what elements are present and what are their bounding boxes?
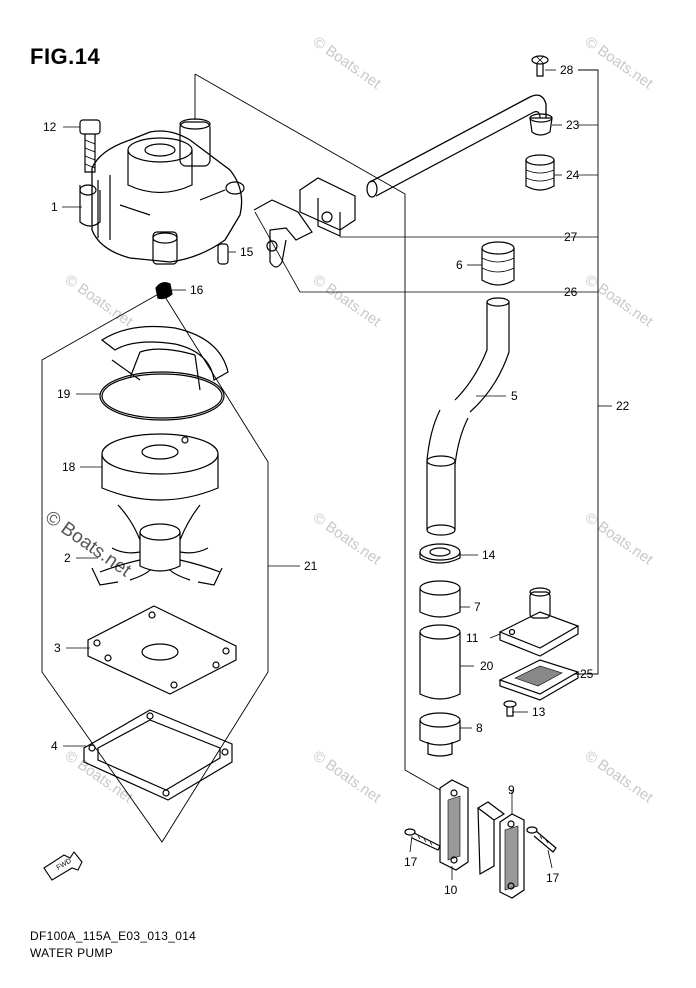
callout-28: 28 — [560, 63, 574, 77]
callout-17-left: 17 — [404, 855, 418, 869]
callout-14: 14 — [482, 548, 496, 562]
callout-8: 8 — [476, 721, 483, 735]
callout-7: 7 — [474, 600, 481, 614]
watermark: © Boats.net — [582, 747, 657, 806]
impeller-case-18 — [101, 433, 219, 501]
grommet-6 — [481, 241, 515, 286]
callout-20: 20 — [480, 659, 494, 673]
callout-25: 25 — [580, 667, 594, 681]
fwd-arrow-icon: FWD — [43, 851, 83, 881]
screw-13 — [503, 700, 517, 717]
clip-26 — [253, 199, 313, 268]
bracket-27 — [299, 177, 356, 237]
callout-9: 9 — [508, 783, 515, 797]
watermark: © Boats.net — [310, 509, 385, 568]
leader-lines — [62, 69, 562, 880]
holder-11 — [498, 587, 580, 657]
plate-10 — [439, 779, 469, 871]
callout-12: 12 — [43, 120, 57, 134]
callout-26: 26 — [564, 285, 578, 299]
watermark: © Boats.net — [310, 33, 385, 92]
dowel-15 — [217, 243, 229, 265]
grommet-7 — [419, 580, 461, 618]
callout-13: 13 — [532, 705, 546, 719]
callout-19: 19 — [57, 387, 71, 401]
callout-11: 11 — [466, 631, 479, 645]
watermark: © Boats.net — [582, 509, 657, 568]
watermark: © Boats.net — [62, 271, 137, 330]
callout-23: 23 — [566, 118, 580, 132]
callout-5: 5 — [511, 389, 518, 403]
diagram-caption: WATER PUMP — [30, 946, 113, 960]
group-bracket-22 — [575, 69, 599, 675]
callout-27: 27 — [564, 230, 578, 244]
plate-3 — [87, 605, 237, 695]
callout-labels: 12 1 15 16 19 18 2 3 4 21 28 23 24 27 26… — [43, 63, 630, 897]
callout-21: 21 — [304, 559, 318, 573]
model-code: DF100A_115A_E03_013_014 — [30, 929, 197, 943]
tube-20 — [419, 624, 461, 700]
screw-17-left — [404, 828, 441, 851]
grommet-23 — [529, 113, 553, 136]
hose-5 — [426, 297, 510, 536]
plate-9 — [476, 801, 525, 899]
o-ring-19 — [99, 325, 229, 421]
impeller-2 — [91, 504, 223, 586]
callout-24: 24 — [566, 168, 580, 182]
callout-22: 22 — [616, 399, 630, 413]
callout-6: 6 — [456, 258, 463, 272]
water-tube-22 — [366, 94, 547, 198]
grommet-24 — [525, 154, 555, 191]
callout-15: 15 — [240, 245, 254, 259]
projection-line — [194, 73, 441, 791]
watermark: © Boats.net — [41, 507, 135, 582]
gasket-4 — [83, 709, 233, 801]
callout-17-right: 17 — [546, 871, 560, 885]
watermark: © Boats.net — [62, 747, 137, 806]
screen-25 — [498, 659, 580, 701]
watermark: © Boats.net — [310, 747, 385, 806]
callout-10: 10 — [444, 883, 458, 897]
watermark: © Boats.net — [582, 33, 657, 92]
callout-1: 1 — [51, 200, 58, 214]
callout-16: 16 — [190, 283, 204, 297]
watermark-layer: © Boats.net © Boats.net © Boats.net © Bo… — [41, 33, 656, 806]
figure-title: FIG.14 — [30, 44, 101, 69]
pump-housing — [79, 118, 245, 265]
key-16 — [155, 282, 173, 300]
watermark: © Boats.net — [310, 271, 385, 330]
seal-14 — [419, 543, 461, 564]
grommet-8 — [419, 712, 461, 757]
callout-18: 18 — [62, 460, 76, 474]
group-outline-21 — [41, 291, 269, 843]
callout-4: 4 — [51, 739, 58, 753]
callout-2: 2 — [64, 551, 71, 565]
bolt-12 — [79, 119, 101, 173]
screw-17-right — [526, 826, 557, 853]
watermark: © Boats.net — [582, 271, 657, 330]
screw-28 — [531, 55, 549, 77]
callout-3: 3 — [54, 641, 61, 655]
